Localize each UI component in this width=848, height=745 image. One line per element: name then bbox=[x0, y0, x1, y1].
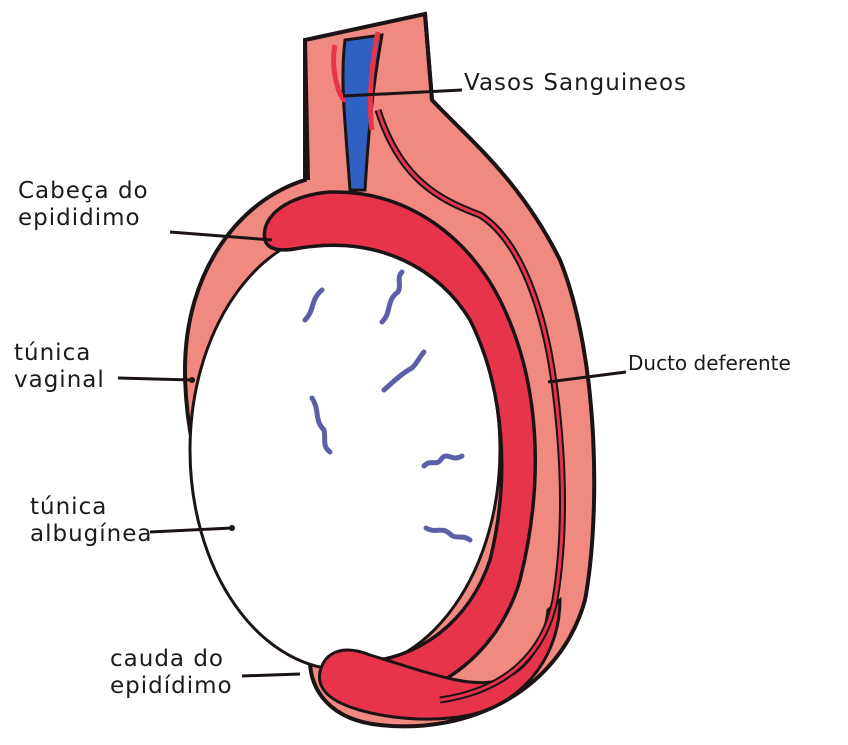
label-tunica-vaginal: túnica vaginal bbox=[14, 340, 105, 394]
label-vessels-text: Vasos Sanguineos bbox=[464, 70, 687, 97]
label-tunica-albuginea-line1: túnica bbox=[30, 494, 152, 521]
label-epididymis-tail: cauda do epidídimo bbox=[110, 646, 233, 700]
dot-tunica-albuginea bbox=[229, 525, 235, 531]
label-head-line1: Cabeça do bbox=[18, 178, 149, 205]
label-duct-text: Ducto deferente bbox=[628, 350, 791, 377]
label-tail-line2: epidídimo bbox=[110, 673, 233, 700]
label-vessels: Vasos Sanguineos bbox=[464, 70, 687, 97]
label-tunica-vaginal-line2: vaginal bbox=[14, 367, 105, 394]
dot-tunica-vaginal bbox=[189, 377, 195, 383]
label-tunica-vaginal-line1: túnica bbox=[14, 340, 105, 367]
label-head-line2: epididimo bbox=[18, 205, 149, 232]
leader-tail bbox=[242, 674, 300, 676]
leader-tunica-vaginal bbox=[118, 378, 192, 380]
label-tunica-albuginea-line2: albugínea bbox=[30, 521, 152, 548]
label-tail-line1: cauda do bbox=[110, 646, 233, 673]
label-tunica-albuginea: túnica albugínea bbox=[30, 494, 152, 548]
label-epididymis-head: Cabeça do epididimo bbox=[18, 178, 149, 232]
label-ductus-deferens: Ducto deferente bbox=[628, 350, 791, 377]
